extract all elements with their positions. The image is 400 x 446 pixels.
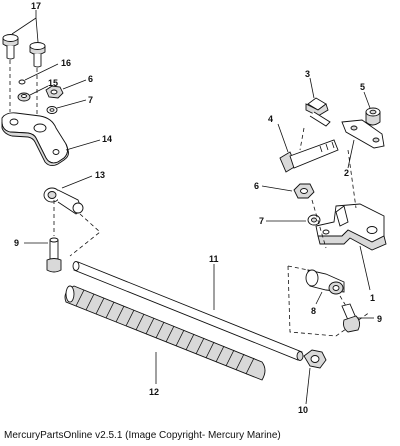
label-15: 15 — [48, 78, 58, 88]
leader-17 — [11, 10, 39, 43]
label-13: 13 — [95, 170, 105, 180]
leader-1 — [359, 245, 371, 291]
label-3: 3 — [305, 69, 310, 79]
bellows-boot-12[interactable] — [64, 285, 266, 381]
dash-13-9 — [53, 200, 101, 257]
label-9-left: 9 — [14, 238, 19, 248]
spacer-5[interactable] — [365, 107, 381, 126]
copyright-footer: MercuryPartsOnline v2.5.1 (Image Copyrig… — [4, 430, 281, 441]
leader-6-right — [261, 185, 293, 192]
bolt-3[interactable] — [305, 97, 331, 127]
leader-2 — [347, 139, 355, 169]
nut-6-right[interactable] — [293, 183, 315, 199]
label-12: 12 — [149, 387, 159, 397]
lever-arm-14[interactable] — [1, 112, 69, 167]
leader-16 — [24, 63, 59, 81]
leader-14 — [65, 139, 101, 151]
bolt-4[interactable] — [279, 139, 339, 173]
washer-16[interactable] — [18, 79, 26, 85]
mounting-bracket-1[interactable] — [315, 203, 387, 251]
leader-6-left — [62, 79, 87, 90]
label-10: 10 — [298, 405, 308, 415]
leader-15 — [29, 85, 49, 96]
label-9-right: 9 — [377, 314, 382, 324]
pin-9-right[interactable] — [341, 303, 361, 333]
bolt-17-left[interactable] — [2, 34, 19, 60]
nut-6-left[interactable] — [45, 85, 64, 99]
label-14: 14 — [102, 134, 112, 144]
bolt-17-right[interactable] — [29, 42, 46, 68]
label-7-right: 7 — [259, 216, 264, 226]
label-6-right: 6 — [254, 181, 259, 191]
ball-joint-8[interactable] — [305, 269, 345, 295]
label-11: 11 — [209, 254, 219, 264]
label-2: 2 — [344, 168, 349, 178]
washer-7-right[interactable] — [307, 214, 321, 226]
dash-1 — [299, 127, 357, 249]
washer-7-left[interactable] — [46, 106, 58, 114]
label-8: 8 — [311, 306, 316, 316]
label-4: 4 — [268, 114, 273, 124]
nut-10[interactable] — [303, 349, 327, 369]
leader-4 — [277, 123, 289, 153]
label-16: 16 — [61, 58, 71, 68]
grommet-15[interactable] — [17, 92, 31, 102]
bracket-2[interactable] — [341, 119, 385, 149]
leader-7-left — [56, 99, 87, 109]
label-5: 5 — [360, 82, 365, 92]
leader-8 — [315, 291, 323, 305]
rod-11[interactable] — [72, 261, 304, 361]
leader-5 — [363, 91, 371, 109]
leader-3 — [309, 77, 315, 99]
label-7-left: 7 — [88, 95, 93, 105]
dash-17 — [9, 60, 38, 125]
label-6-left: 6 — [88, 74, 93, 84]
leader-13 — [61, 175, 93, 189]
ball-joint-13[interactable] — [43, 187, 84, 215]
pin-9-left[interactable] — [46, 237, 62, 273]
leader-10 — [305, 367, 311, 405]
label-1: 1 — [370, 293, 375, 303]
label-17: 17 — [31, 1, 41, 11]
